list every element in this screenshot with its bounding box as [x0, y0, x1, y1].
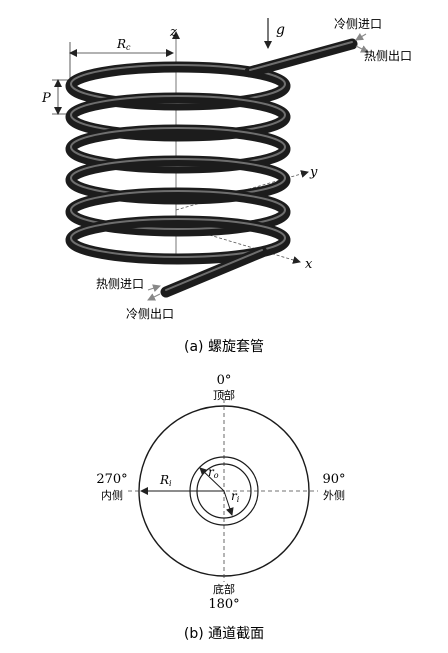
caption-a: (a) 螺旋套管 [184, 339, 264, 355]
bottom-angle-label: 180° [208, 597, 239, 612]
outer-radius-label: Ri [159, 473, 172, 488]
radius-dimension: Rc [69, 37, 174, 80]
bottom-position-label: 底部 [213, 582, 235, 596]
pitch-label: P [41, 91, 51, 106]
ro-arrow [199, 467, 225, 492]
cross-section-diagram: Ri ro ri 0° 顶部 90° 外侧 270° 内侧 底部 180° (b… [96, 373, 345, 642]
ri-arrow [223, 490, 234, 516]
radius-label: Rc [116, 37, 131, 52]
right-position-label: 外侧 [323, 489, 345, 502]
top-position-label: 顶部 [213, 388, 235, 402]
left-angle-label: 270° [96, 472, 127, 487]
port-arrows [147, 32, 369, 301]
hot-inlet-label: 热侧进口 [96, 277, 144, 291]
y-axis-label: y [309, 165, 318, 180]
ri-label: ri [231, 489, 240, 504]
left-position-label: 内侧 [101, 488, 123, 502]
caption-b: (b) 通道截面 [184, 626, 264, 642]
cold-inlet-label: 冷侧进口 [334, 17, 382, 31]
helical-coil-diagram: Rc P z g y x [41, 17, 412, 355]
gravity-label: g [276, 22, 285, 38]
cold-outlet-label: 冷侧出口 [126, 307, 174, 321]
ro-label: ro [208, 465, 219, 480]
x-axis-label: x [305, 257, 313, 272]
top-angle-label: 0° [217, 373, 232, 388]
z-axis-label: z [169, 25, 177, 40]
coil-tube [65, 38, 358, 298]
right-angle-label: 90° [322, 472, 345, 487]
hot-outlet-label: 热侧出口 [364, 49, 412, 63]
